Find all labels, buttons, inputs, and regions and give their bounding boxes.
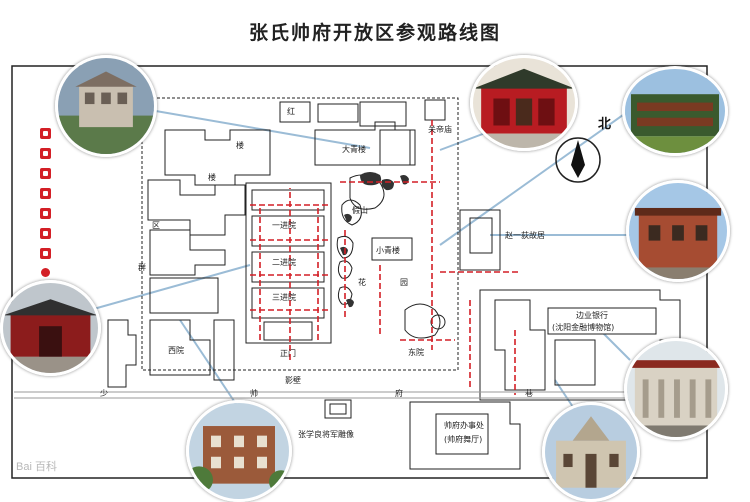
photo-red-building-west [55, 55, 157, 157]
photo-zhao-yi-di [626, 180, 730, 282]
label-zhao-yi-di: 赵一荻故居 [505, 230, 545, 240]
photo-west-courtyard-gate [0, 280, 101, 376]
label-qu: 区 [152, 221, 160, 230]
label-fu: 府 [395, 388, 403, 398]
central-courtyard [245, 182, 332, 344]
photo-bank-building [624, 338, 728, 440]
compound-wall [141, 97, 459, 371]
label-yi-jin-yuan: 一进院 [272, 220, 296, 230]
map-title: 张氏帅府开放区参观路线图 [248, 22, 501, 44]
label-hua: 花 [358, 277, 366, 287]
route-dot-icon [41, 268, 50, 277]
label-dong-yuan: 东院 [408, 347, 424, 357]
label-jia-shan: 假山 [352, 205, 368, 215]
label-zheng-men: 正门 [280, 348, 296, 358]
roads [14, 391, 705, 399]
photo-guan-di-miao [622, 66, 728, 156]
label-yuan: 园 [400, 278, 408, 287]
label-statue: 张学良将军雕像 [298, 429, 354, 439]
east-compound-route [469, 300, 516, 395]
label-guan-di-miao: 关帝庙 [428, 124, 452, 134]
label-lou-a: 楼 [236, 140, 244, 150]
shop-icon [40, 208, 51, 219]
restroom-icon [40, 168, 51, 179]
label-shuai: 帅 [250, 388, 258, 398]
label-office-a: 帅府办事处 [444, 420, 484, 430]
label-lou-b: 楼 [208, 172, 216, 182]
label-office-b: (帅府舞厅) [444, 434, 482, 444]
watermark: Bai 百科 [16, 461, 57, 473]
west-building-cluster [107, 101, 407, 388]
exit-icon [40, 148, 51, 159]
label-xi-yuan: 西院 [168, 345, 184, 355]
label-er-jin-yuan: 二进院 [272, 257, 296, 267]
label-qun: 群 [138, 262, 146, 272]
photo-dance-hall [542, 402, 640, 502]
label-zhao-bi: 影壁 [285, 375, 301, 385]
label-da-qing-lou: 大青楼 [342, 144, 366, 154]
ticket-icon [40, 188, 51, 199]
east-compound [459, 209, 681, 401]
label-xiao-qing-lou: 小青楼 [376, 245, 400, 255]
map-legend [40, 128, 51, 277]
photo-leader-lines [89, 109, 635, 411]
east-route [340, 120, 520, 350]
south-buildings [324, 399, 521, 470]
label-san-jin-yuan: 三进院 [272, 292, 296, 302]
central-route [250, 188, 330, 360]
photo-da-qing-lou [470, 55, 578, 151]
north-compass: 北 [555, 117, 611, 183]
compass-label: 北 [598, 117, 611, 132]
east-garden [314, 99, 446, 339]
entrance-icon [40, 128, 51, 139]
label-shao: 少 [100, 389, 108, 398]
label-hong: 红 [287, 106, 295, 116]
label-bank: 边业银行 [576, 310, 608, 320]
garden-rocks [340, 172, 409, 308]
label-xiang: 巷 [525, 389, 533, 398]
photo-office-building [186, 400, 292, 502]
label-bank-sub: (沈阳金融博物馆) [552, 322, 614, 332]
first-aid-icon [40, 248, 51, 259]
phone-icon [40, 228, 51, 239]
